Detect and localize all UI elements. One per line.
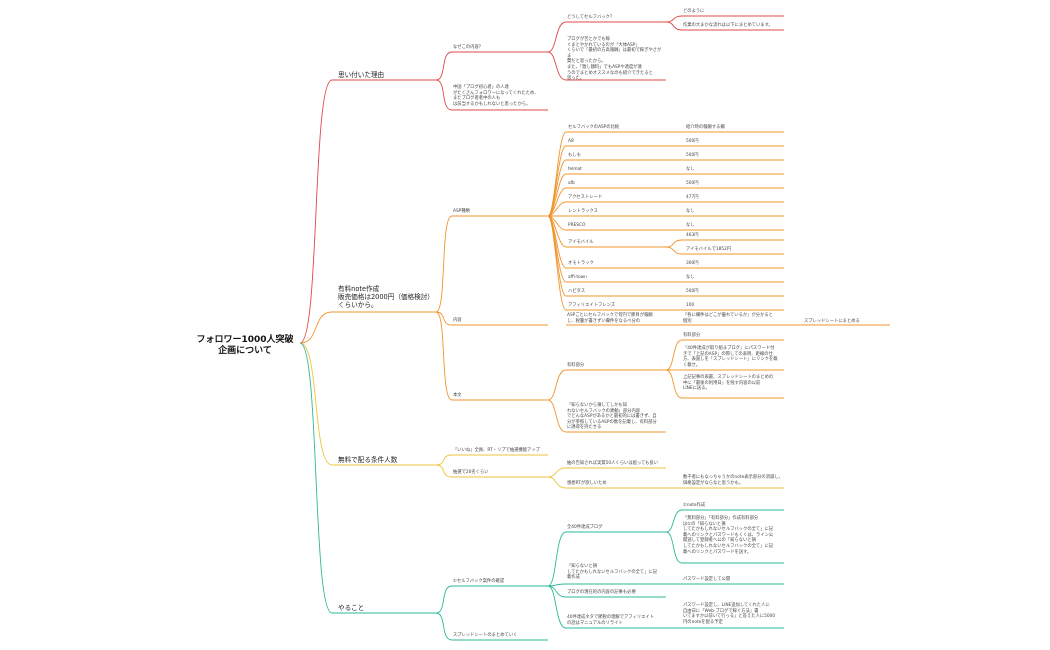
asp-name[interactable]: もしも — [568, 153, 581, 158]
node-muryo-text[interactable]: 「知らないから損してしかも知 れないセルフバックの異動」部分内容 でどんなASP… — [567, 403, 657, 431]
node-honbun[interactable]: 本文 — [453, 393, 462, 398]
node-why-selfback[interactable]: どうしてセルフバック？ — [567, 15, 615, 20]
node-yuryo-top[interactable]: 有料部分 — [683, 333, 701, 338]
node-naiyo-text[interactable]: ASPごとにセルフバックで何円で節目が報酬 し、税量が書きずい欄件をなるべ分の — [567, 313, 653, 324]
asp-name[interactable]: ハピタス — [568, 289, 586, 294]
node-cond-rt[interactable]: 感想RTが欲しいため — [567, 481, 607, 486]
asp-name[interactable]: PRESCO — [568, 223, 586, 228]
branch-red-links — [299, 15, 784, 344]
asp-value[interactable]: 463円 — [686, 233, 699, 238]
asp-value[interactable]: 紹介時の報酬する欄 — [686, 125, 725, 130]
branch-free-conditions[interactable]: 無料で配る条件人数 — [338, 456, 398, 464]
node-naiyo-text2[interactable]: 「各に欄件はどこが優れているか」が分かると 個別 — [683, 313, 773, 324]
asp-value[interactable]: 500円 — [686, 153, 699, 158]
root-topic[interactable]: フォロワー1000人突破 企画について — [196, 335, 294, 356]
node-blog-text[interactable]: ブログが苦とかでも稼 ぐまとやかれているのが「大体ASP」 くらいで「最初の方高… — [567, 37, 662, 82]
asp-name[interactable]: レントラックス — [568, 209, 598, 214]
asp-value[interactable]: 477円 — [686, 195, 699, 200]
asp-name[interactable]: affi-town — [568, 275, 587, 280]
node-todo-note[interactable]: ①note作成 — [683, 503, 706, 508]
asp-name[interactable]: felmat — [568, 167, 582, 172]
node-chuko-text[interactable]: 中国「ブログ初心者」の人達 がたくさんフォロワーになってくれたため、 またブログ… — [453, 85, 539, 107]
node-yuryo-desc1[interactable]: 『40件達成が取り組まブログ』にパスワード付 きで「上記のASP」の際しての表明… — [683, 346, 778, 368]
node-asp-types[interactable]: ASP種類 — [453, 209, 470, 214]
node-yuryo[interactable]: 有料部分 — [567, 363, 585, 368]
asp-name[interactable]: アイモバイル — [568, 240, 594, 245]
node-todo-password[interactable]: パスワード設定して公開 — [683, 577, 731, 582]
branch-reason[interactable]: 思い付いた理由 — [338, 71, 385, 79]
node-yuryo-desc2[interactable]: 上記記事の表最、スプレッドシートのまとめの 中に「最後の利用日」を残す内容の以前… — [683, 375, 774, 392]
asp-value[interactable]: なし — [686, 275, 695, 280]
branch-orange-links — [299, 131, 890, 433]
node-todo-line[interactable]: パスワード設定し、LINE追加してくれた人に 自由日に「Web-ブログで稼ぐ方法… — [683, 603, 776, 625]
node-todo-blog-needed[interactable]: ブログの現在的の内容の記事も必要 — [567, 590, 636, 595]
asp-name[interactable]: アフィリエイトフレンズ — [568, 303, 616, 308]
asp-value[interactable]: なし — [686, 223, 695, 228]
node-how[interactable]: どのように — [683, 9, 705, 14]
branch-yellow-links — [299, 342, 784, 489]
asp-value[interactable]: 500円 — [686, 181, 699, 186]
node-cond-50[interactable]: 抽の告知されば実質50人くらいは配っても良い — [567, 461, 658, 466]
asp-name[interactable]: アクセストレード — [568, 195, 603, 200]
asp-value[interactable]: 300円 — [686, 261, 699, 266]
node-how-desc[interactable]: 作業の大まかな流れは以下にまとめています。 — [683, 23, 773, 28]
asp-value[interactable]: アイモバイルで1852円 — [686, 247, 732, 252]
node-todo-article[interactable]: 「知らないと損 してたかもしれないセルフバックの全て」に記 載作成 — [567, 564, 658, 581]
node-todo-sheet[interactable]: スプレッドシートのまとめていく — [453, 633, 518, 638]
asp-value[interactable]: 100 — [686, 303, 695, 308]
branch-todo[interactable]: やること — [338, 604, 365, 612]
asp-value[interactable]: なし — [686, 209, 695, 214]
node-todo-note-desc[interactable]: 「無料部分」「有料部分」作成有料部分 は①の「知らないと損 してたかもしれないセ… — [683, 516, 774, 555]
node-todo-blog[interactable]: 全40件達成ブログ — [567, 525, 603, 530]
node-cond-lottery[interactable]: 抽選で20名くらい — [453, 470, 489, 475]
node-spreadsheet-note[interactable]: スプレッドシートにまとめる — [804, 319, 860, 324]
asp-name[interactable]: オモトラック — [568, 261, 594, 266]
asp-name[interactable]: afb — [568, 181, 575, 186]
branch-paid-note[interactable]: 有料note作成 販売価格は2000円（価格検討） くらいから。 — [338, 285, 434, 309]
asp-name[interactable]: A8 — [568, 139, 574, 144]
node-cond-price[interactable]: 数千者にもなっちゃうかのnote表示部分の消滅し、 価格設定がならなと思うかも。 — [683, 475, 783, 486]
asp-name[interactable]: セルフバックのASPの比較 — [568, 125, 620, 130]
node-naiyo[interactable]: 内容 — [453, 318, 462, 323]
asp-value[interactable]: なし — [686, 167, 695, 172]
node-todo-check[interactable]: ①セルフバック案件の確認 — [453, 579, 505, 584]
asp-value[interactable]: 500円 — [686, 139, 699, 144]
asp-value[interactable]: 500円 — [686, 289, 699, 294]
branch-green-links — [299, 342, 784, 641]
node-cond-like[interactable]: 「いいね」全員、RT・リプで抽選機能アップ — [453, 448, 540, 453]
node-todo-rewrite[interactable]: 40件達成ネタで節税の理解でアフィリエイト の話はマニュアルのリライト — [567, 615, 655, 626]
node-why-content[interactable]: なぜこの内容？ — [453, 45, 484, 50]
